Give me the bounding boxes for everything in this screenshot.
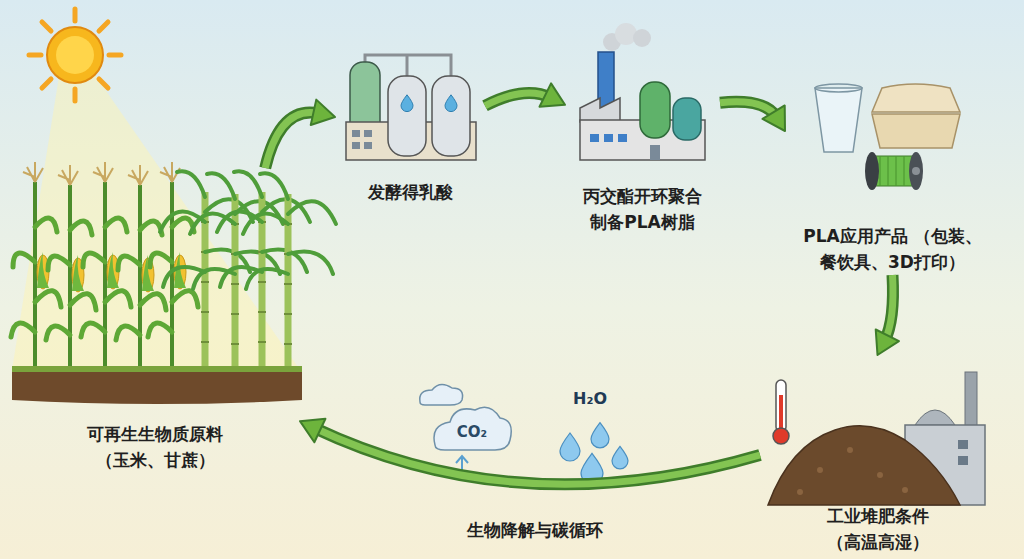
crop-field bbox=[116, 165, 166, 375]
fermentation-tanks bbox=[388, 76, 426, 156]
crop-field bbox=[12, 366, 302, 372]
arrow-head bbox=[540, 83, 565, 106]
crop-field bbox=[11, 162, 61, 372]
stage-caption: 可再生生物质原料 （玉米、甘蔗） bbox=[80, 422, 230, 473]
chemical-label: H₂O bbox=[573, 389, 607, 408]
flow-arrow bbox=[265, 100, 335, 168]
flow-arrow bbox=[885, 275, 893, 341]
compost-site bbox=[965, 372, 977, 427]
compost-site bbox=[958, 456, 968, 465]
stage-node: 丙交酯开环聚合 制备PLA树脂 bbox=[565, 25, 720, 235]
crop-field bbox=[46, 165, 96, 375]
sun bbox=[47, 27, 103, 83]
fermentation-tanks bbox=[364, 130, 372, 137]
stage-caption: 丙交酯开环聚合 制备PLA树脂 bbox=[575, 184, 710, 235]
polymer-factory bbox=[650, 145, 660, 160]
polymer-factory bbox=[615, 23, 637, 45]
compost-site bbox=[958, 440, 968, 449]
chemical-label: CO₂ bbox=[457, 423, 487, 441]
flow-arrow bbox=[720, 102, 785, 131]
polymer-factory bbox=[590, 134, 599, 142]
arrow-head bbox=[762, 105, 785, 131]
water-drops bbox=[560, 423, 628, 484]
pla-products bbox=[815, 88, 862, 152]
fermentation-tanks bbox=[432, 76, 470, 156]
water-drops bbox=[591, 423, 609, 448]
stage-caption: 发酵得乳酸 bbox=[368, 180, 453, 206]
crop-field bbox=[243, 173, 336, 374]
pla-products bbox=[880, 156, 904, 186]
fermentation-tanks bbox=[445, 95, 457, 112]
polymer-factory bbox=[640, 82, 670, 138]
fermentation-tanks bbox=[401, 95, 413, 112]
compost-site bbox=[877, 472, 883, 478]
fermentation-tanks bbox=[364, 142, 372, 149]
compost-site bbox=[915, 410, 955, 425]
flow-arrow bbox=[314, 428, 760, 484]
compost-site bbox=[847, 447, 853, 453]
fermentation-tanks bbox=[346, 55, 476, 160]
stage-node: 发酵得乳酸 bbox=[335, 45, 485, 205]
compost-site bbox=[817, 467, 823, 473]
crop-field bbox=[11, 162, 336, 404]
pla-products bbox=[865, 152, 879, 190]
flow-arrow bbox=[885, 275, 893, 341]
compost-site bbox=[768, 426, 960, 505]
polymer-factory bbox=[618, 134, 627, 142]
pla-products bbox=[872, 84, 960, 112]
stage-caption: 工业堆肥条件 （高温高湿） bbox=[813, 504, 943, 555]
sun bbox=[56, 36, 94, 74]
pla-products bbox=[909, 152, 923, 190]
water-drops bbox=[612, 446, 628, 468]
flow-arrow bbox=[300, 419, 760, 485]
compost-site bbox=[902, 487, 908, 493]
pla-products bbox=[872, 114, 960, 148]
water-drops bbox=[560, 433, 580, 461]
compost-site bbox=[797, 489, 803, 495]
pla-products bbox=[815, 84, 862, 92]
crop-field bbox=[217, 171, 310, 372]
sun bbox=[29, 9, 121, 101]
compost-site bbox=[768, 372, 985, 505]
crop-field bbox=[12, 370, 302, 404]
stage-node: 可再生生物质原料 （玉米、甘蔗） bbox=[10, 168, 300, 473]
arrow-head bbox=[311, 100, 335, 125]
polymer-factory bbox=[673, 98, 701, 140]
polymer-factory bbox=[580, 23, 705, 160]
polymer-factory bbox=[604, 134, 613, 142]
arrow-head bbox=[300, 419, 325, 443]
flow-arrow bbox=[314, 428, 760, 484]
polymer-factory bbox=[633, 29, 651, 47]
carbon-dioxide-cloud bbox=[434, 407, 511, 450]
flow-arrow bbox=[876, 275, 899, 355]
arrow-head bbox=[876, 330, 899, 355]
flow-arrow bbox=[485, 83, 565, 106]
fermentation-tanks bbox=[352, 142, 360, 149]
stage-node: 工业堆肥条件 （高温高湿） bbox=[760, 355, 995, 555]
stage-caption: PLA应用产品 （包装、餐饮具、3D打印） bbox=[793, 224, 993, 275]
polymer-factory bbox=[580, 98, 620, 122]
compost-site bbox=[773, 428, 789, 444]
crop-field bbox=[81, 162, 131, 372]
edge-label: 生物降解与碳循环 bbox=[467, 518, 603, 541]
carbon-dioxide-cloud bbox=[420, 384, 463, 405]
fermentation-tanks bbox=[352, 130, 360, 137]
compost-site bbox=[776, 380, 786, 432]
stage-node: PLA应用产品 （包装、餐饮具、3D打印） bbox=[785, 75, 1000, 275]
pla-products bbox=[815, 84, 960, 190]
pla-products bbox=[912, 167, 920, 175]
sun bbox=[29, 9, 121, 101]
